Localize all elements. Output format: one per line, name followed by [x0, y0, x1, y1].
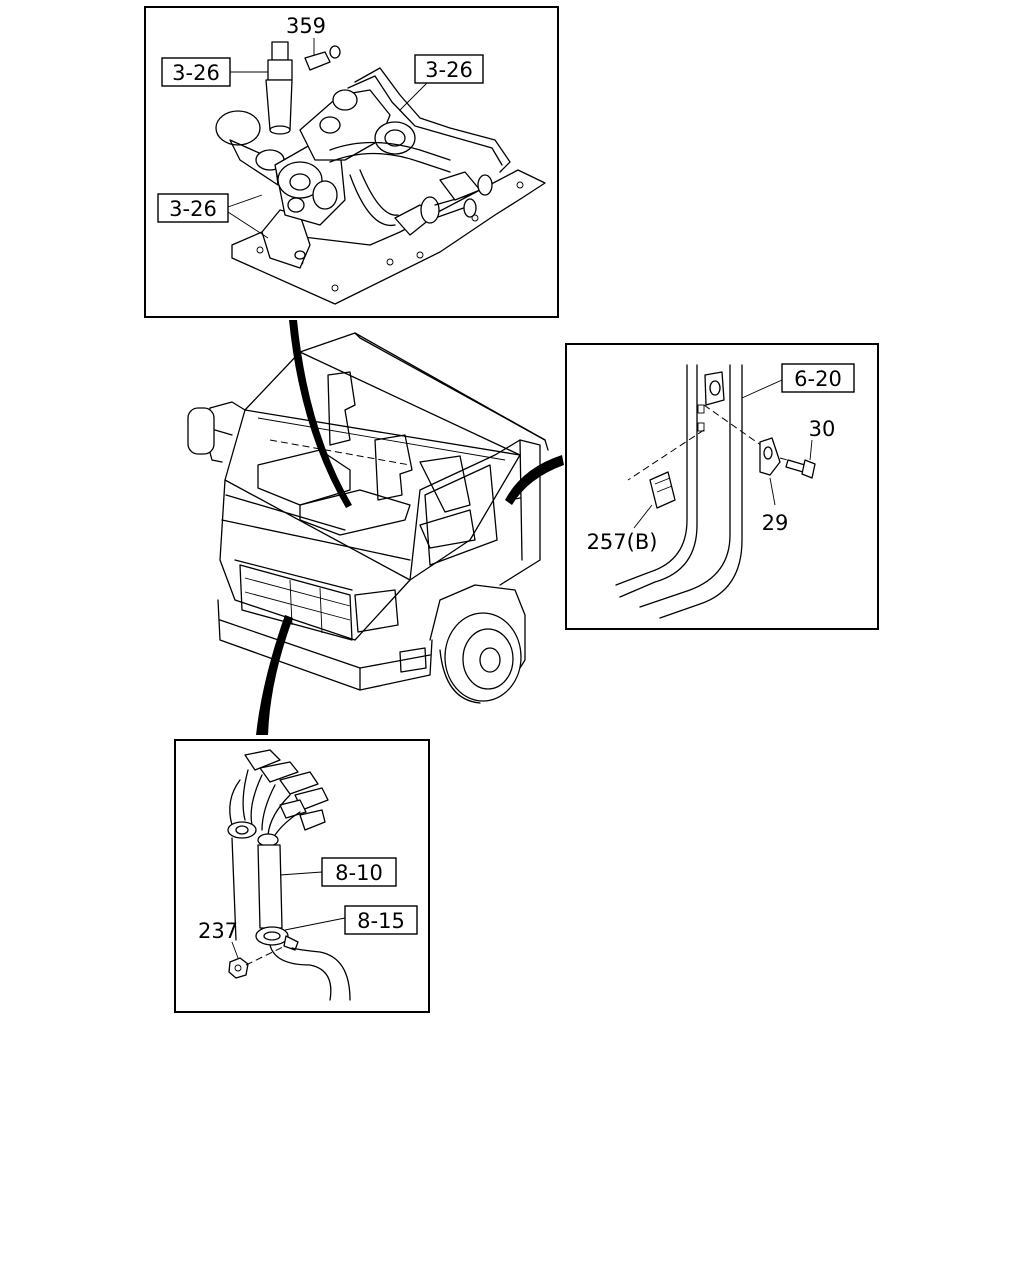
ref-6-20: 6-20: [794, 367, 842, 391]
ref-3-26-lower-left: 3-26: [169, 197, 217, 221]
ref-8-10: 8-10: [335, 861, 383, 885]
top-inset: 3-26 3-26 3-26 359: [144, 6, 559, 318]
truck-cab-illustration: [187, 332, 549, 704]
right-inset: 6-20 30 29 257(B): [565, 343, 879, 630]
ref-3-26-upper-right: 3-26: [425, 58, 473, 82]
ref-3-26-upper-left: 3-26: [172, 61, 220, 85]
part-number-237: 237: [198, 919, 238, 943]
ref-8-15: 8-15: [357, 909, 405, 933]
leader-bottom-pointer: [256, 615, 293, 735]
part-number-29: 29: [762, 511, 789, 535]
part-number-359: 359: [286, 14, 326, 38]
bottom-inset: 8-10 8-15 237: [174, 739, 430, 1013]
part-number-257b: 257(B): [587, 530, 658, 554]
leader-right-pointer: [505, 455, 564, 505]
part-number-30: 30: [809, 417, 836, 441]
leader-top-pointer: [289, 320, 352, 508]
